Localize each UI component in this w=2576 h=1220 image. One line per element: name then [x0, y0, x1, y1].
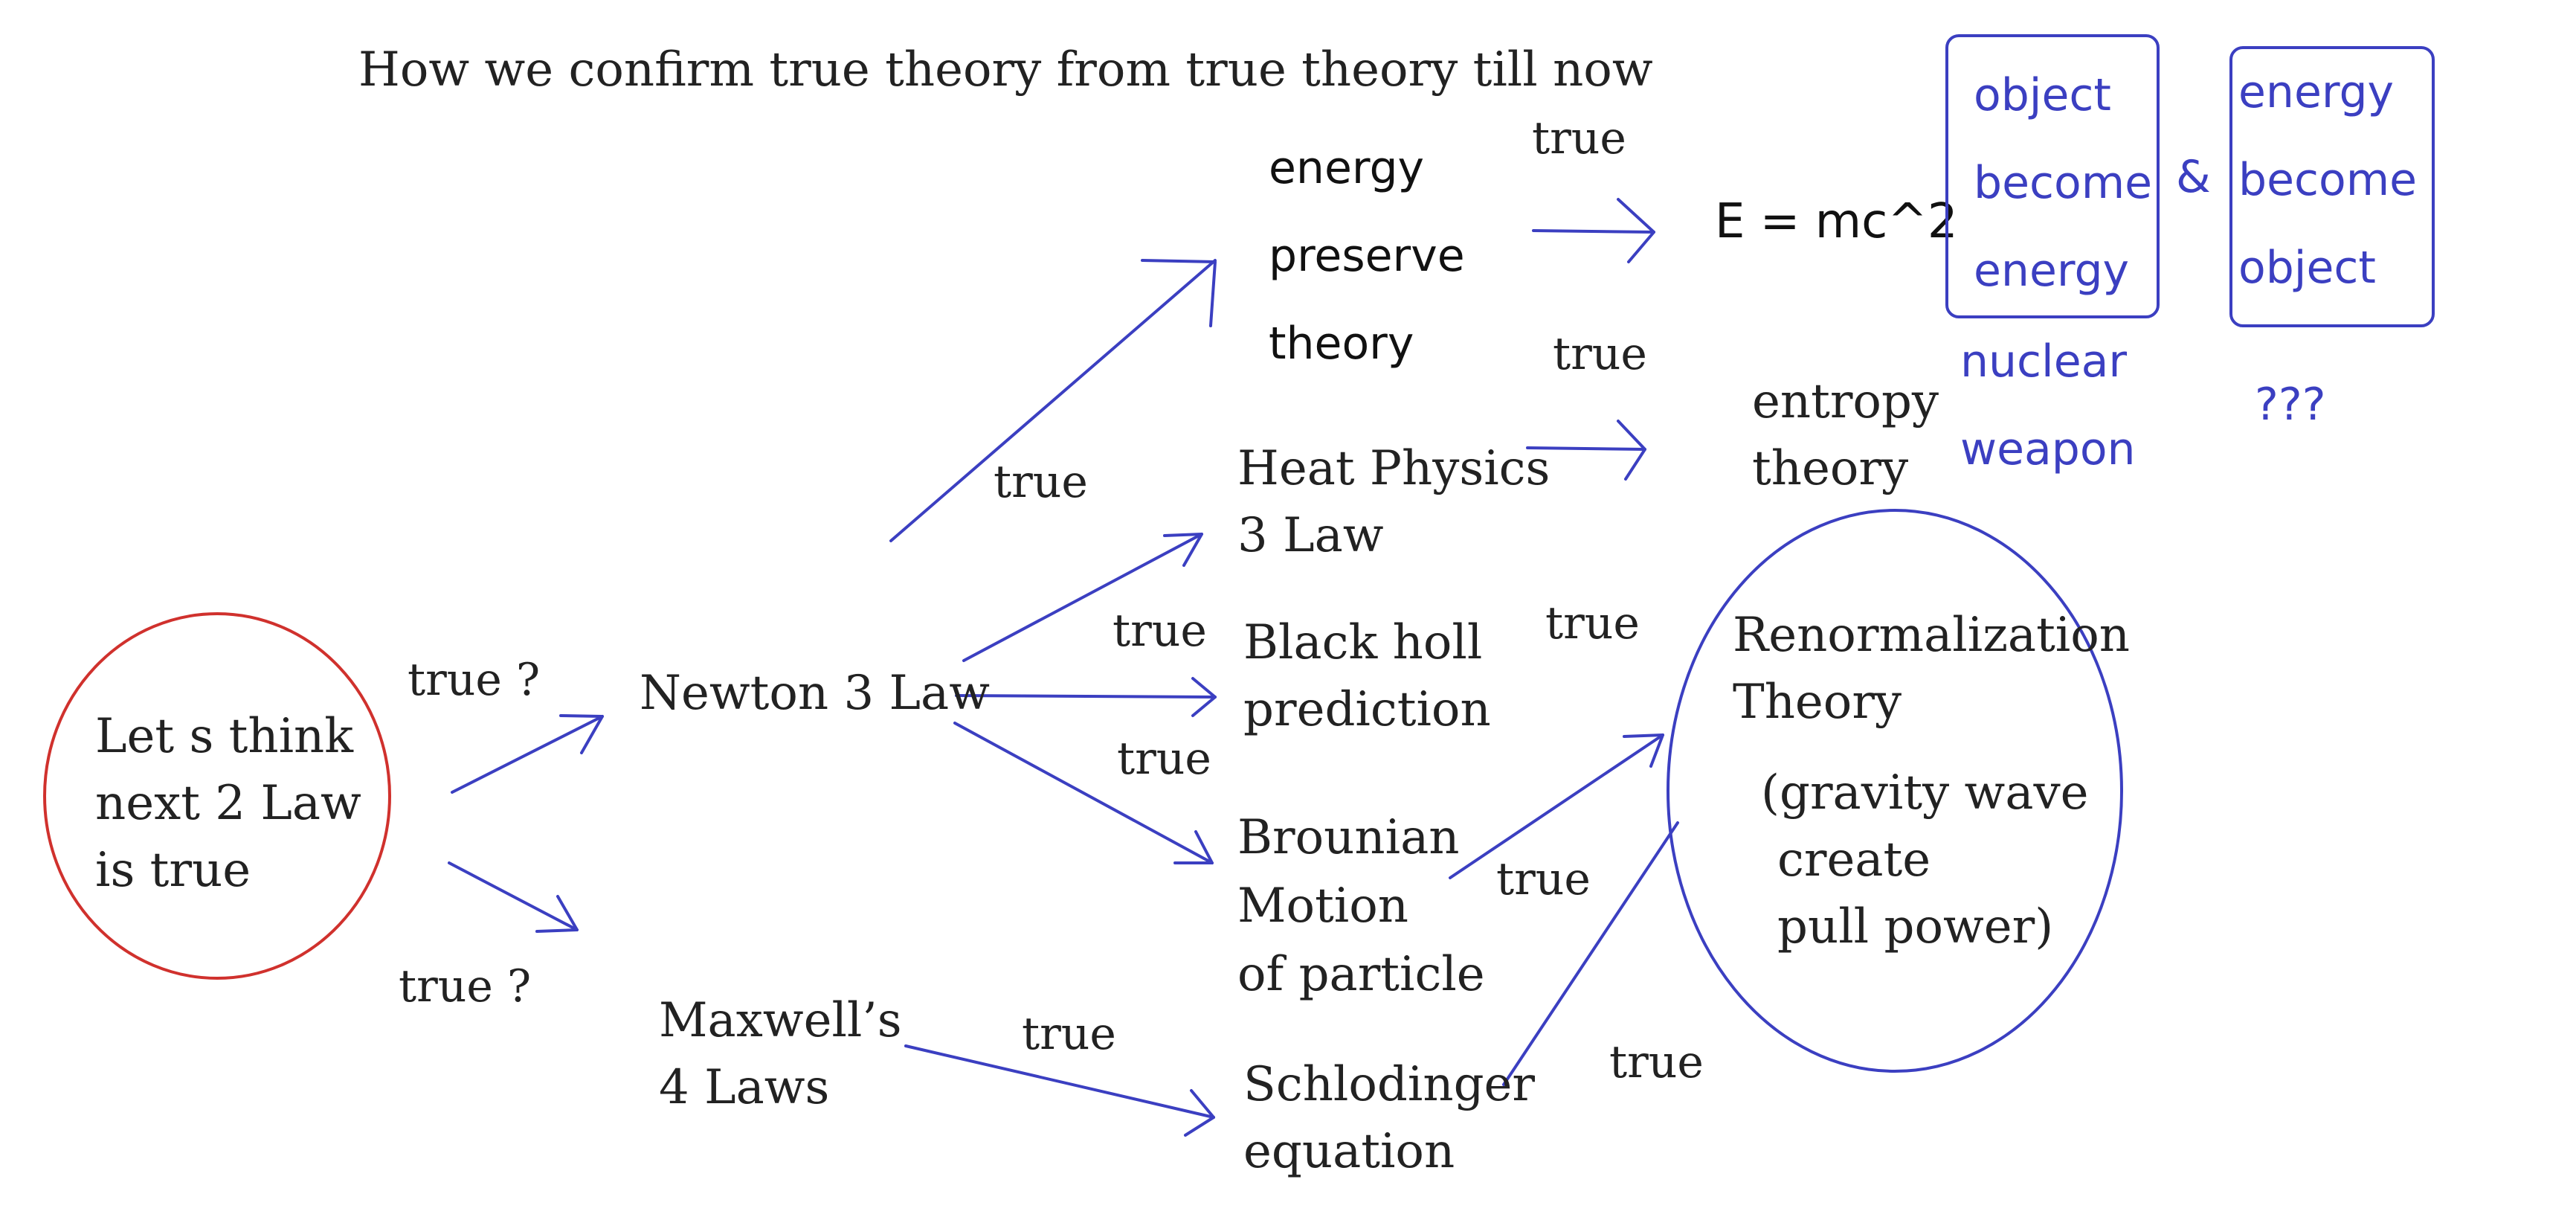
node-energy-line-3: theory — [1269, 318, 1414, 370]
node-renorm-line-2: Theory — [1733, 675, 1902, 730]
node-energy-line-2: preserve — [1269, 230, 1465, 282]
edge-label-to-entropy: true — [1553, 328, 1647, 380]
node-entropy-line-2: theory — [1752, 441, 1909, 496]
node-maxwell-line-1: Maxwell’s — [659, 993, 902, 1048]
node-renorm-line-3: (gravity wave — [1761, 765, 2089, 821]
node-emc2: E = mc^2 — [1715, 194, 1958, 249]
node-blackhole-line-1: Black holl — [1243, 615, 1483, 670]
unknown-question-marks: ??? — [2255, 379, 2326, 431]
node-energy-line-1: energy — [1269, 142, 1425, 194]
arrow-newton-energy — [889, 259, 1217, 542]
box1-line-2: become — [1974, 157, 2153, 209]
node-newton-3-law: Newton 3 Law — [640, 666, 990, 721]
premise-line-1: Let s think — [95, 709, 354, 764]
edge-label-maxwell-schrod: true — [1022, 1008, 1116, 1060]
arrow-newton-brownian — [953, 722, 1214, 864]
premise-line-2: next 2 Law — [95, 776, 361, 831]
edge-label-blackhole-renorm: true — [1545, 597, 1640, 649]
nuclear-line-2: weapon — [1960, 423, 2136, 475]
node-brownian-line-1: Brounian — [1237, 810, 1460, 865]
box-object-become-energy — [1945, 34, 2160, 318]
premise-circle — [43, 612, 391, 980]
edge-label-to-blackhole: true — [1112, 605, 1207, 657]
box-energy-become-object — [2229, 46, 2435, 327]
node-renorm-line-1: Renormalization — [1733, 608, 2130, 663]
node-renorm-line-5: pull power) — [1777, 899, 2054, 954]
node-brownian-line-3: of particle — [1237, 947, 1485, 1002]
edge-label-schrod-renorm: true — [1609, 1036, 1704, 1088]
box1-line-1: object — [1974, 69, 2111, 121]
page-title: How we confirm true theory from true the… — [358, 42, 1653, 97]
box1-line-3: energy — [1974, 245, 2130, 297]
node-maxwell-line-2: 4 Laws — [659, 1060, 830, 1115]
box2-line-3: object — [2238, 242, 2376, 294]
arrow-newton-heat — [962, 533, 1203, 662]
box2-line-2: become — [2238, 154, 2418, 206]
node-brownian-line-2: Motion — [1237, 879, 1408, 934]
node-heat-line-1: Heat Physics — [1237, 441, 1551, 496]
ampersand: & — [2176, 151, 2211, 203]
node-schrod-line-1: Schlodinger — [1243, 1057, 1535, 1112]
box2-line-1: energy — [2238, 66, 2395, 118]
nuclear-line-1: nuclear — [1960, 336, 2128, 388]
node-schrod-line-2: equation — [1243, 1124, 1455, 1179]
node-blackhole-line-2: prediction — [1243, 682, 1491, 737]
node-heat-line-2: 3 Law — [1237, 508, 1384, 563]
edge-label-newton-question: true ? — [408, 654, 541, 706]
arrow-premise-newton — [451, 714, 604, 794]
edge-label-to-brownian: true — [1117, 733, 1211, 785]
edge-label-brownian-renorm: true — [1496, 853, 1591, 905]
edge-label-to-energy: true — [994, 456, 1088, 508]
edge-label-maxwell-question: true ? — [399, 960, 532, 1012]
arrow-brownian-renorm — [1449, 733, 1664, 879]
arrow-premise-maxwell — [448, 861, 579, 933]
node-entropy-line-1: entropy — [1752, 374, 1939, 429]
renormalization-ellipse — [1667, 509, 2123, 1073]
arrow-heat-entropy — [1526, 420, 1646, 481]
node-renorm-line-4: create — [1777, 832, 1931, 887]
edge-label-to-emc2: true — [1532, 112, 1626, 164]
line-schrod-renorm — [1502, 821, 1679, 1086]
arrow-maxwell-schrod — [904, 1044, 1215, 1137]
arrow-energy-emc2 — [1532, 198, 1655, 263]
arrow-newton-blackhole — [955, 677, 1217, 717]
premise-line-3: is true — [95, 843, 251, 898]
